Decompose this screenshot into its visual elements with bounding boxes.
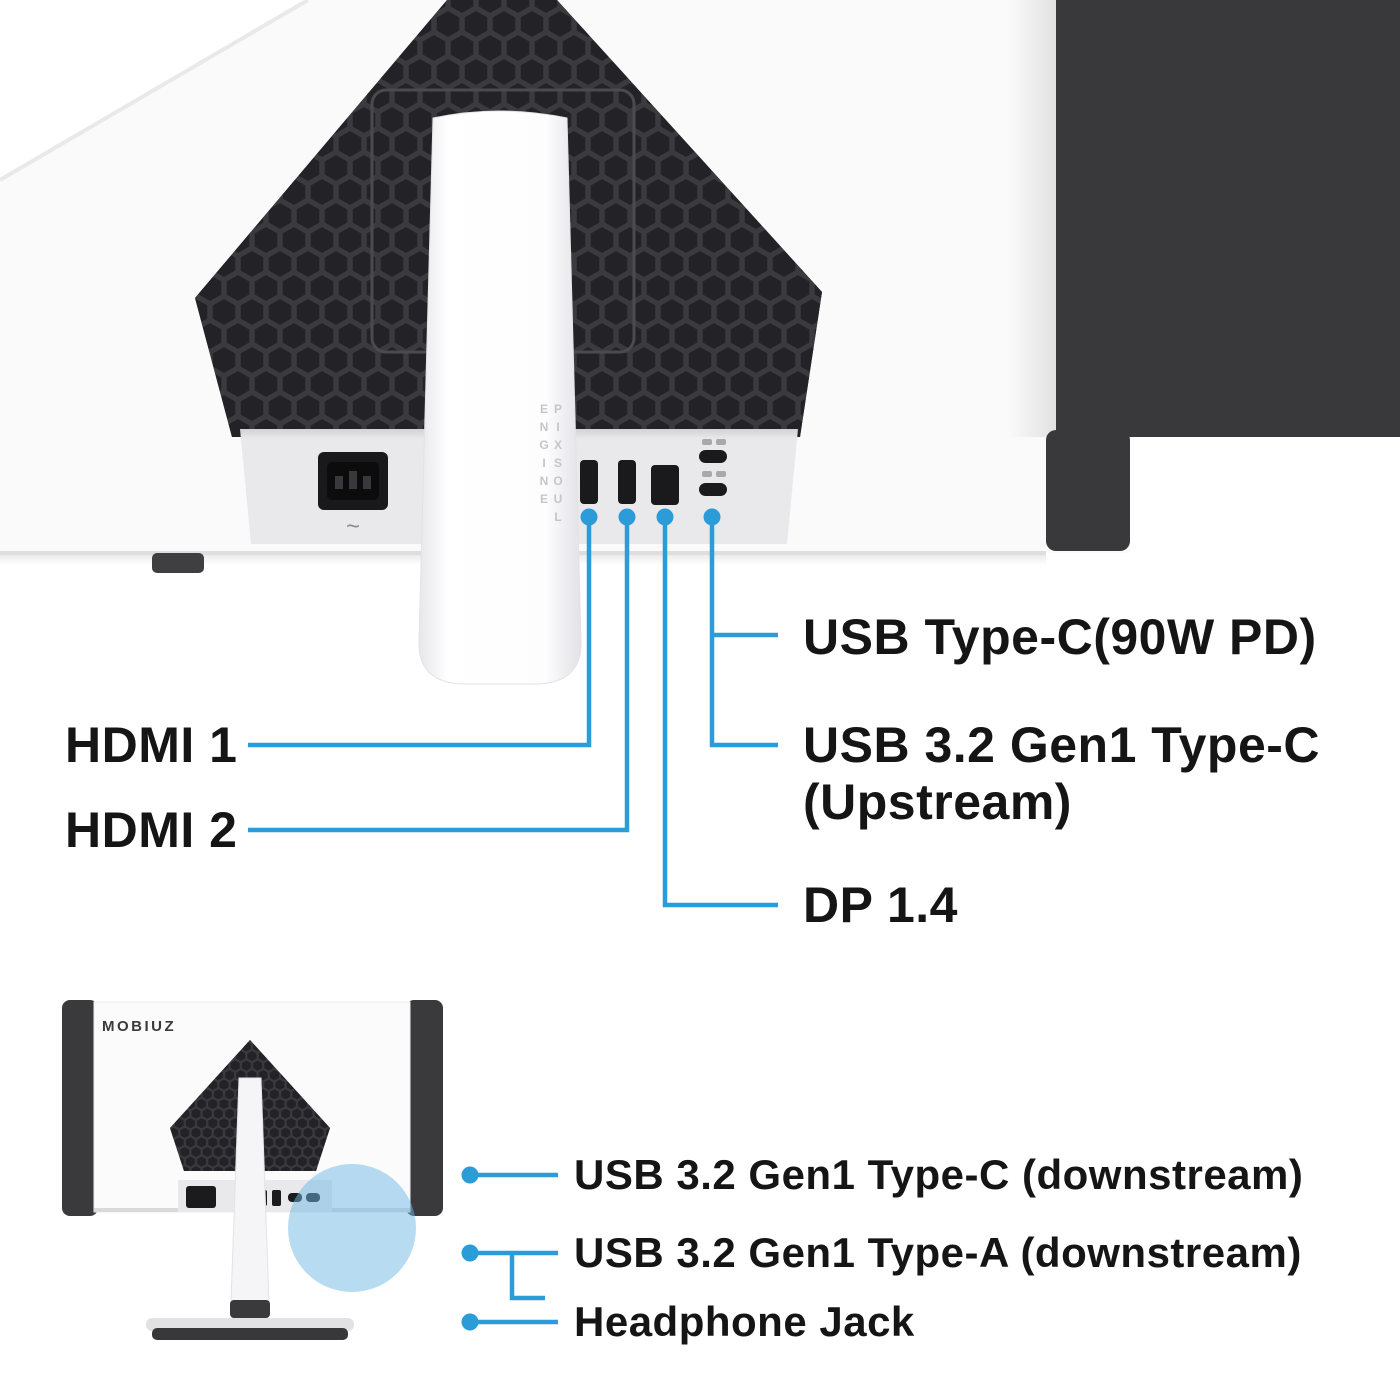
callout-dots-top <box>580 508 721 526</box>
usb-c-bottom-icon <box>716 471 726 477</box>
power-tilde-mark: ~ <box>346 513 360 540</box>
small-stand-base-top <box>146 1318 354 1331</box>
callout-dot-hdmi2 <box>618 508 636 526</box>
small-left-edge <box>62 1000 98 1216</box>
small-stand-base <box>152 1328 348 1340</box>
small-hdmi-port <box>272 1190 281 1206</box>
label-usb-c-downstream: USB 3.2 Gen1 Type-C (downstream) <box>574 1151 1304 1198</box>
monitor-back-small <box>62 1000 443 1340</box>
label-usb-c-upstream-line1: USB 3.2 Gen1 Type-C <box>803 717 1321 773</box>
hdmi2-port <box>618 460 636 504</box>
label-usb-a-downstream: USB 3.2 Gen1 Type-A (downstream) <box>574 1229 1302 1276</box>
callout-dots-bottom <box>461 1166 479 1331</box>
right-edge-shadow <box>1008 0 1056 437</box>
label-usb-c-upstream-line2: (Upstream) <box>803 774 1072 830</box>
cabinet-right-dark <box>1056 0 1400 437</box>
callout-dot-hdmi1 <box>580 508 598 526</box>
label-headphone-jack: Headphone Jack <box>574 1298 915 1345</box>
callout-line-hdmi2 <box>248 517 630 833</box>
dp-port <box>651 465 679 505</box>
label-hdmi1: HDMI 1 <box>65 717 238 773</box>
bottom-left-foot <box>152 553 204 573</box>
usb-c-pd-port <box>699 450 727 463</box>
monitor-back-large: ~ <box>0 0 1400 685</box>
callout-line-usb-upstream <box>709 517 778 748</box>
label-hdmi2: HDMI 2 <box>65 802 238 858</box>
usb-c-upstream-port <box>699 483 727 496</box>
small-power-port <box>186 1186 216 1208</box>
hdmi1-port <box>580 460 598 504</box>
stand-engraving-text: PIXSOUL ENGINE <box>537 402 565 528</box>
usb-c-ports <box>699 439 727 496</box>
callout-dot-usb-c-down <box>461 1166 479 1184</box>
usb-c-top-icon <box>716 439 726 445</box>
callout-dot-usb-a-down <box>461 1244 479 1262</box>
power-inlet-port <box>318 452 388 510</box>
callout-lines-top <box>248 517 778 908</box>
usb-c-bottom-icon <box>702 471 712 477</box>
monitor-top-left-edge <box>0 0 310 182</box>
label-usb-c-pd: USB Type-C(90W PD) <box>803 609 1317 665</box>
port-highlight-circle <box>288 1164 416 1292</box>
callout-dot-dp <box>656 508 674 526</box>
small-right-edge <box>406 1000 443 1216</box>
monitor-stand-column <box>418 110 582 685</box>
cabinet-right-tab <box>1046 430 1130 551</box>
callout-dot-headphone <box>461 1313 479 1331</box>
callout-bracket-usb-a <box>509 1253 545 1301</box>
usb-c-top-icon <box>702 439 712 445</box>
callout-dot-usb-c <box>703 508 721 526</box>
callout-lines-bottom <box>470 1172 558 1325</box>
callout-line-dp <box>662 517 778 908</box>
brand-logo: MOBIUZ <box>102 1018 177 1035</box>
label-dp: DP 1.4 <box>803 877 958 933</box>
callout-line-hdmi1 <box>248 517 592 748</box>
small-stand-collar <box>230 1300 270 1318</box>
